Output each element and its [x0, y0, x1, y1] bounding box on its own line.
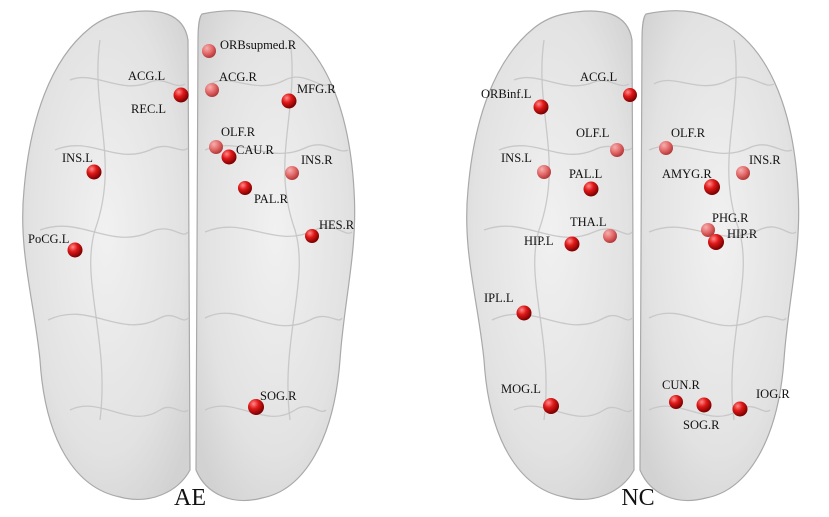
labels-ae: ORBsupmed.R ACG.L REC.L ACG.R MFG.R OLF.…: [28, 38, 355, 403]
left-hemisphere: [466, 10, 635, 500]
panel-ae: ORBsupmed.R ACG.L REC.L ACG.R MFG.R OLF.…: [22, 10, 356, 511]
node-label: PoCG.L: [28, 232, 69, 246]
node-sog-r: [248, 399, 264, 415]
left-hemisphere: [22, 10, 191, 500]
node-phg-r: [701, 223, 715, 237]
node-cun-r: [669, 395, 683, 409]
node-mog-l: [543, 398, 559, 414]
right-hemisphere: [639, 10, 800, 502]
node-acg-r: [205, 83, 219, 97]
node-pocg-l: [67, 242, 83, 258]
node-hip-l: [564, 236, 580, 252]
node-label: PAL.R: [254, 192, 289, 206]
labels-nc: ORBinf.L ACG.L OLF.L OLF.R INS.L PAL.L A…: [481, 70, 790, 432]
node-label: HIP.L: [524, 234, 554, 248]
node-olf-r: [209, 140, 223, 154]
node-label: INS.R: [749, 153, 781, 167]
node-label: PAL.L: [569, 167, 602, 181]
node-acg-l: [173, 87, 189, 103]
node-label: ACG.R: [219, 70, 258, 84]
node-label: PHG.R: [712, 211, 749, 225]
panel-caption: NC: [621, 485, 654, 511]
node-label: SOG.R: [683, 418, 720, 432]
nodes-ae: [67, 44, 319, 415]
node-olf-l: [610, 143, 624, 157]
panel-caption: AE: [174, 485, 206, 511]
node-label: OLF.R: [671, 126, 706, 140]
brain-ae: [22, 10, 356, 502]
node-label: CAU.R: [236, 143, 275, 157]
node-label: ACG.L: [128, 69, 165, 83]
node-ins-r: [285, 166, 299, 180]
node-label: ORBinf.L: [481, 87, 531, 101]
node-label: AMYG.R: [662, 167, 712, 181]
node-label: ORBsupmed.R: [220, 38, 297, 52]
node-mfg-r: [281, 93, 297, 109]
node-hes-r: [305, 229, 319, 243]
node-ipl-l: [516, 305, 532, 321]
node-sog-r: [696, 397, 712, 413]
node-label: IPL.L: [484, 291, 514, 305]
node-hip-r: [708, 234, 724, 250]
node-label: MFG.R: [297, 82, 336, 96]
node-label: SOG.R: [260, 389, 297, 403]
node-label: THA.L: [570, 215, 606, 229]
node-label: HIP.R: [727, 227, 758, 241]
node-cau-r: [221, 149, 237, 165]
node-acg-l: [623, 88, 637, 102]
nodes-nc: [516, 88, 750, 417]
node-ins-l: [86, 164, 102, 180]
node-olf-r: [659, 141, 673, 155]
node-label: REC.L: [131, 102, 166, 116]
panel-nc: ORBinf.L ACG.L OLF.L OLF.R INS.L PAL.L A…: [466, 10, 800, 511]
node-label: MOG.L: [501, 382, 541, 396]
node-orbsupmed-r: [202, 44, 216, 58]
node-tha-l: [603, 229, 617, 243]
brain-nc: [466, 10, 800, 502]
node-label: OLF.R: [221, 125, 256, 139]
node-ins-r: [736, 166, 750, 180]
node-amyg-r: [704, 179, 720, 195]
node-label: INS.L: [501, 151, 532, 165]
node-iog-r: [732, 401, 748, 417]
node-pal-l: [583, 181, 599, 197]
node-label: INS.R: [301, 153, 333, 167]
node-ins-l: [537, 165, 551, 179]
node-label: CUN.R: [662, 378, 701, 392]
node-orbinf-l: [533, 99, 549, 115]
node-label: ACG.L: [580, 70, 617, 84]
node-label: OLF.L: [576, 126, 609, 140]
node-label: IOG.R: [756, 387, 790, 401]
node-pal-r: [238, 181, 252, 195]
right-hemisphere: [195, 10, 356, 502]
node-label: INS.L: [62, 151, 93, 165]
node-label: HES.R: [319, 218, 355, 232]
